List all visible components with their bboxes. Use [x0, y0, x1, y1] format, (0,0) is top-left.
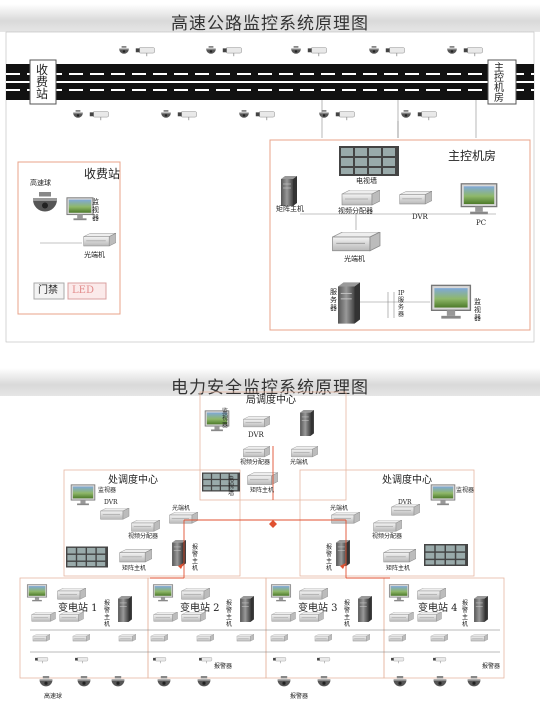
- dvr-label: DVR: [412, 213, 428, 221]
- bureau-optical-label: 光端机: [290, 459, 309, 466]
- dispatch-left-monitor-label: 监视器: [98, 487, 117, 494]
- matrix-label: 矩阵主机: [276, 205, 304, 213]
- highway-title-bar: [0, 4, 540, 32]
- toll-door-button: 门禁: [38, 285, 58, 296]
- substation-4-alarm-label: 报警主机: [462, 600, 469, 628]
- toll-booth-left: [29, 59, 57, 105]
- dispatch-left-matrix-label: 矩阵主机: [122, 565, 147, 572]
- dispatch-right-splitter-label: 视频分配器: [372, 533, 403, 540]
- dispatch-left-alarm-label: 报警主机: [192, 544, 199, 572]
- control-room-right-label: 主控机房: [494, 63, 504, 104]
- substation-3-title: 变电站 3: [298, 603, 338, 614]
- dispatch-right-monitor-label: 监视器: [456, 487, 475, 494]
- dispatch-left-title: 处调度中心: [108, 475, 158, 486]
- power-title: 电力安全监控系统原理图: [171, 378, 369, 398]
- highway-frame: [5, 31, 535, 343]
- dispatch-left-splitter-label: 视频分配器: [128, 533, 159, 540]
- bureau-title: 局调度中心: [246, 395, 296, 406]
- toll-box-title: 收费站: [84, 167, 121, 181]
- bureau-splitter-label: 视频分配器: [240, 459, 271, 466]
- dispatch-right-matrix-label: 矩阵主机: [386, 565, 411, 572]
- ip-server-label: IP服务器: [398, 290, 405, 318]
- control-monitor-label: 监视器: [474, 298, 481, 322]
- dispatch-right-dvr-label: DVR: [398, 499, 412, 506]
- substation-2-title: 变电站 2: [180, 603, 220, 614]
- control-optical-label: 光端机: [344, 255, 365, 263]
- tv-wall-label: 电视墙: [356, 177, 377, 185]
- dispatch-right-box: [299, 469, 475, 577]
- toll-optical-label: 光端机: [84, 251, 105, 259]
- substation-1-title: 变电站 1: [58, 603, 98, 614]
- substation-4-title: 变电站 4: [418, 603, 458, 614]
- control-room-box: [269, 139, 531, 331]
- bureau-wall-label: 电视墙: [228, 476, 235, 497]
- control-room-booth-right: [487, 59, 517, 105]
- toll-dome-label: 高速球: [30, 179, 51, 187]
- toll-station-left-label: 收费站: [36, 63, 49, 101]
- server-label: 服务器: [330, 288, 337, 312]
- substation-2-alarm-label: 报警主机: [226, 600, 233, 628]
- dispatch-left-optical-label: 光端机: [172, 505, 191, 512]
- toll-monitor-label: 监视器: [92, 198, 99, 222]
- substation-3-alarm-label: 报警主机: [344, 600, 351, 628]
- field-alarm-label-3: 报警器: [482, 663, 501, 670]
- toll-led-label: LED: [72, 285, 94, 296]
- dispatch-left-box: [63, 469, 241, 577]
- dispatch-left-dvr-label: DVR: [104, 499, 118, 506]
- field-dome-label: 高速球: [44, 693, 63, 700]
- power-title-bar: [0, 368, 540, 396]
- dispatch-right-optical-label: 光端机: [330, 505, 349, 512]
- dispatch-right-title: 处调度中心: [382, 475, 432, 486]
- highway-title: 高速公路监控系统原理图: [171, 14, 369, 34]
- bureau-dvr-label: DVR: [248, 431, 264, 439]
- splitter-label: 视频分配器: [338, 207, 373, 215]
- substation-1-alarm-label: 报警主机: [104, 600, 111, 628]
- control-box-title: 主控机房: [448, 149, 497, 163]
- dispatch-right-alarm-label: 报警主机: [326, 544, 333, 572]
- bureau-monitor-label: 监视器: [222, 408, 229, 429]
- bureau-matrix-label: 矩阵主机: [250, 487, 275, 494]
- substation-4-box: [383, 577, 505, 679]
- pc-label: PC: [476, 219, 487, 227]
- field-alarm-label-2: 报警器: [290, 693, 309, 700]
- field-alarm-label-1: 报警器: [214, 663, 233, 670]
